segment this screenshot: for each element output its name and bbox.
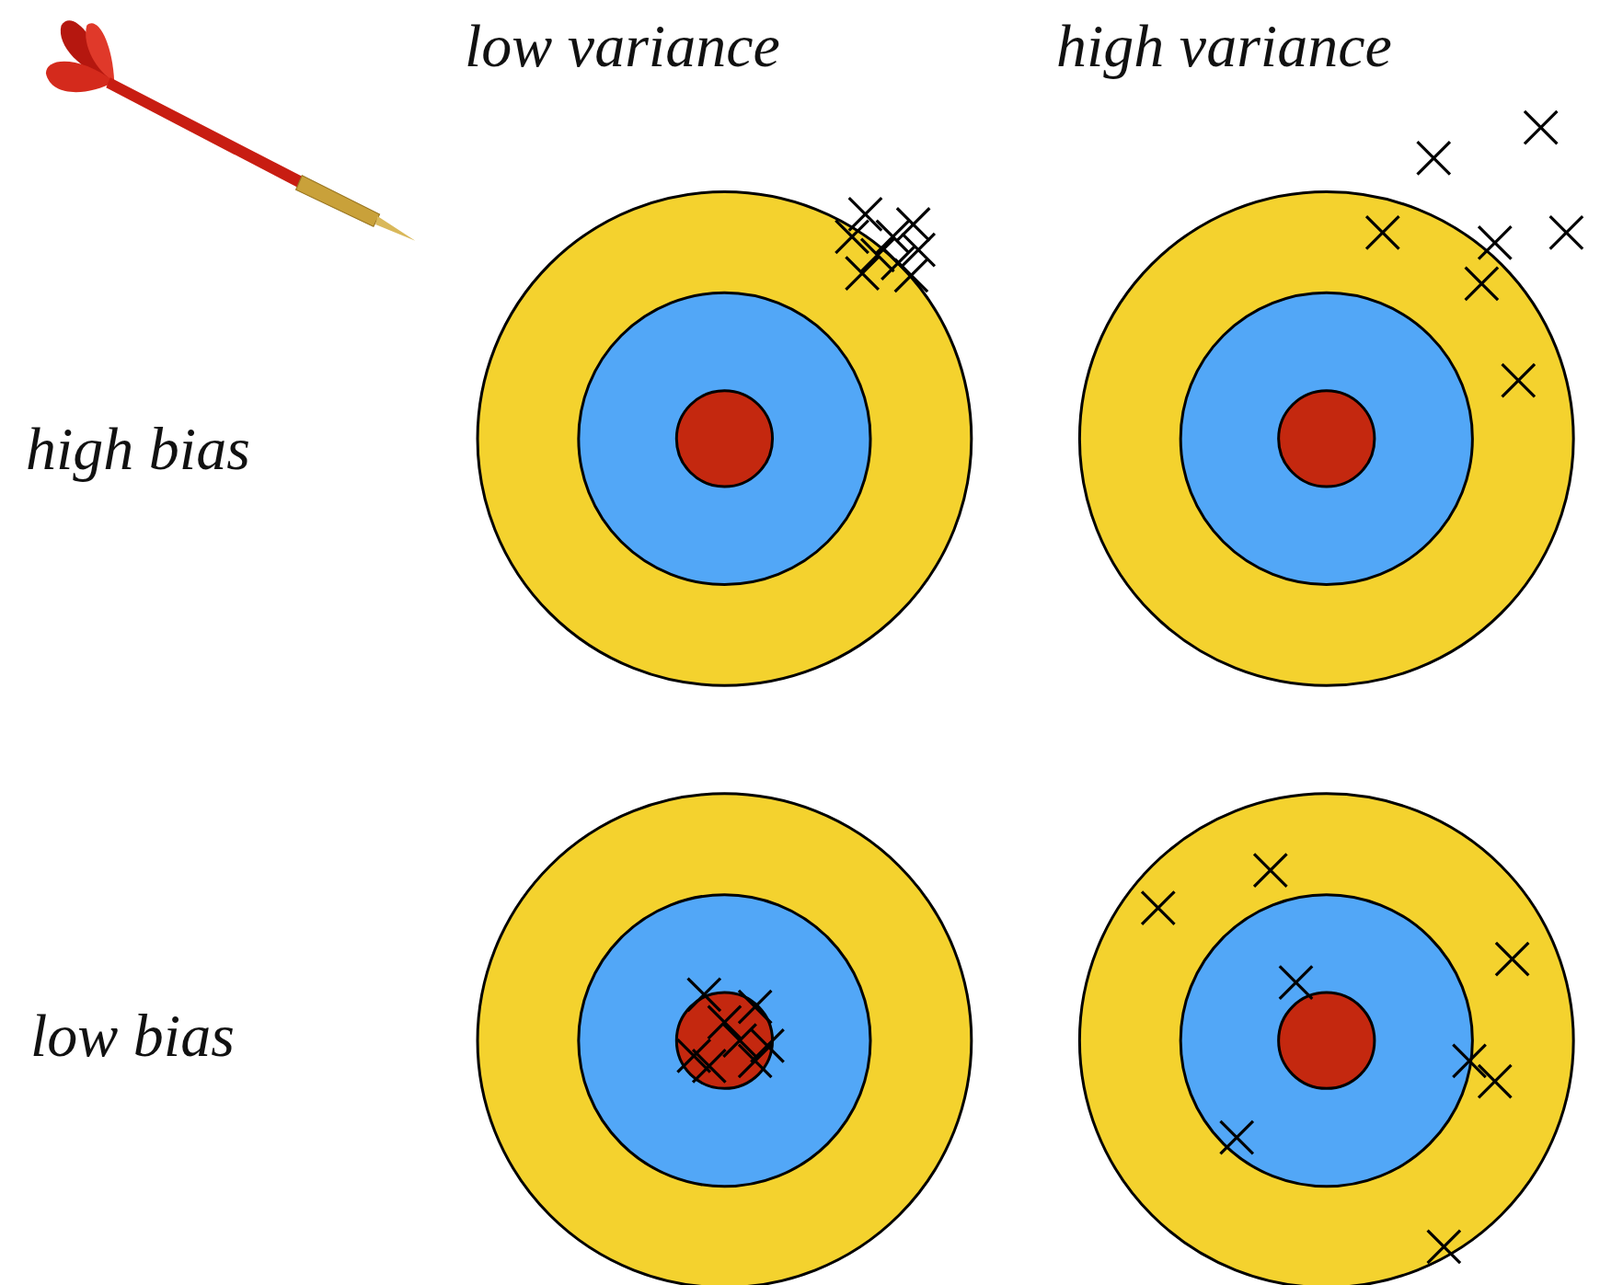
- dart-hit-mark: [1254, 853, 1287, 887]
- ring-outer: [1079, 192, 1574, 687]
- dart-hit-mark: [1416, 141, 1450, 174]
- dart-hit-mark: [1550, 216, 1583, 249]
- ring-outer: [477, 794, 972, 1285]
- dart-flight: [85, 23, 115, 81]
- dart-hit-mark: [1524, 111, 1557, 144]
- dart-hit-mark: [750, 1029, 783, 1062]
- bullseye: [676, 391, 772, 487]
- dart-barrel: [296, 175, 380, 227]
- dart-tip: [375, 216, 415, 242]
- dart-hit-mark: [1496, 943, 1529, 976]
- dart-hit-mark: [849, 197, 882, 231]
- dart-hit-mark: [738, 1045, 772, 1078]
- dart-hit-mark: [1502, 364, 1535, 397]
- dart-hit-mark: [835, 220, 868, 254]
- dart-hit-mark: [881, 246, 914, 279]
- column-heading: low variance: [464, 12, 781, 81]
- dart-hit-mark: [1141, 891, 1175, 924]
- dart-hit-mark: [677, 1039, 710, 1072]
- ring-middle: [1180, 292, 1473, 585]
- ring-middle: [578, 292, 871, 585]
- dart-hit-mark: [708, 1006, 741, 1039]
- dart-icon: [46, 20, 415, 241]
- dart-hit-mark: [1478, 226, 1511, 259]
- dart-shaft: [105, 77, 306, 190]
- ring-middle: [1180, 895, 1473, 1187]
- dart-hit-mark: [738, 990, 772, 1024]
- bullseye: [1278, 992, 1375, 1089]
- column-heading: high variance: [1056, 12, 1393, 81]
- dart-hit-mark: [1427, 1231, 1461, 1264]
- dart-hit-mark: [692, 1049, 726, 1083]
- ring-middle: [578, 895, 871, 1187]
- dart-hit-mark: [1220, 1121, 1253, 1154]
- bullseye: [1278, 391, 1375, 487]
- ring-outer: [1079, 794, 1574, 1285]
- dart-hit-mark: [845, 256, 878, 289]
- dart-hit-mark: [1279, 966, 1313, 999]
- dart-hit-mark: [1452, 1045, 1485, 1078]
- row-heading: low bias: [30, 1002, 235, 1071]
- dart-hit-mark: [1478, 1065, 1511, 1098]
- dart-hit-mark: [897, 207, 930, 241]
- ring-outer: [477, 192, 972, 687]
- dart-hit-mark: [901, 233, 934, 266]
- row-heading: high bias: [25, 415, 251, 484]
- dart-hit-mark: [688, 978, 721, 1012]
- dart-hit-mark: [1465, 267, 1498, 300]
- dart-hit-mark: [1366, 216, 1399, 249]
